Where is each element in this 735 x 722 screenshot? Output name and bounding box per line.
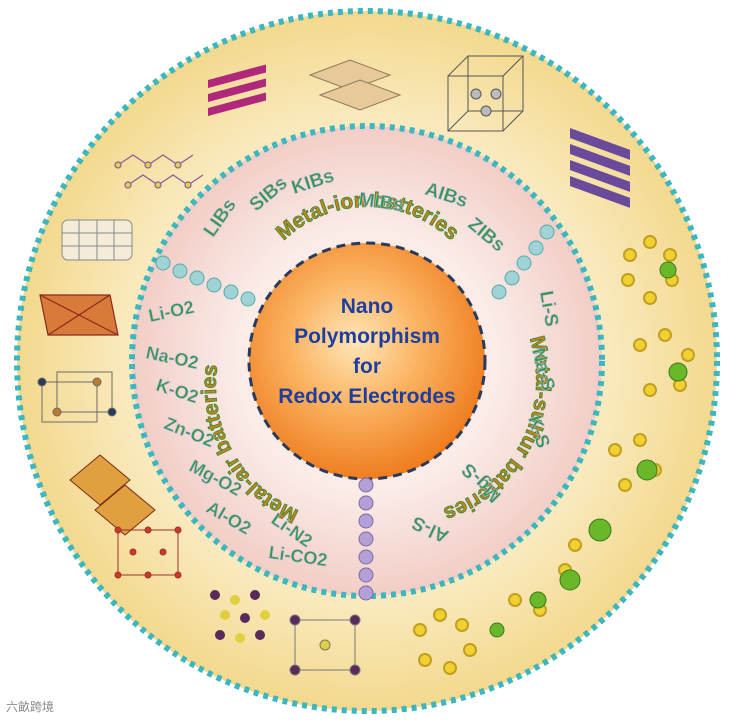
- middle-dashed-border: [129, 123, 605, 599]
- center-title-line-1: Nano: [340, 295, 394, 318]
- outer-dashed-border: [14, 8, 720, 714]
- divider-sulfur-air: [358, 477, 374, 601]
- center-title-line-4: Redox Electrodes: [278, 385, 456, 408]
- watermark: 六畝跨境: [6, 700, 55, 714]
- crystal-structure-icon: [37, 55, 695, 676]
- divider-ion-sulfur: [491, 224, 555, 300]
- center-title-line-3: for: [353, 355, 381, 378]
- center-title-line-2: Polymorphism: [294, 325, 440, 348]
- core-circle: [249, 243, 485, 479]
- divider-ion-air: [155, 255, 256, 307]
- center-title: Nano Polymorphism for Redox Electrodes: [247, 292, 487, 412]
